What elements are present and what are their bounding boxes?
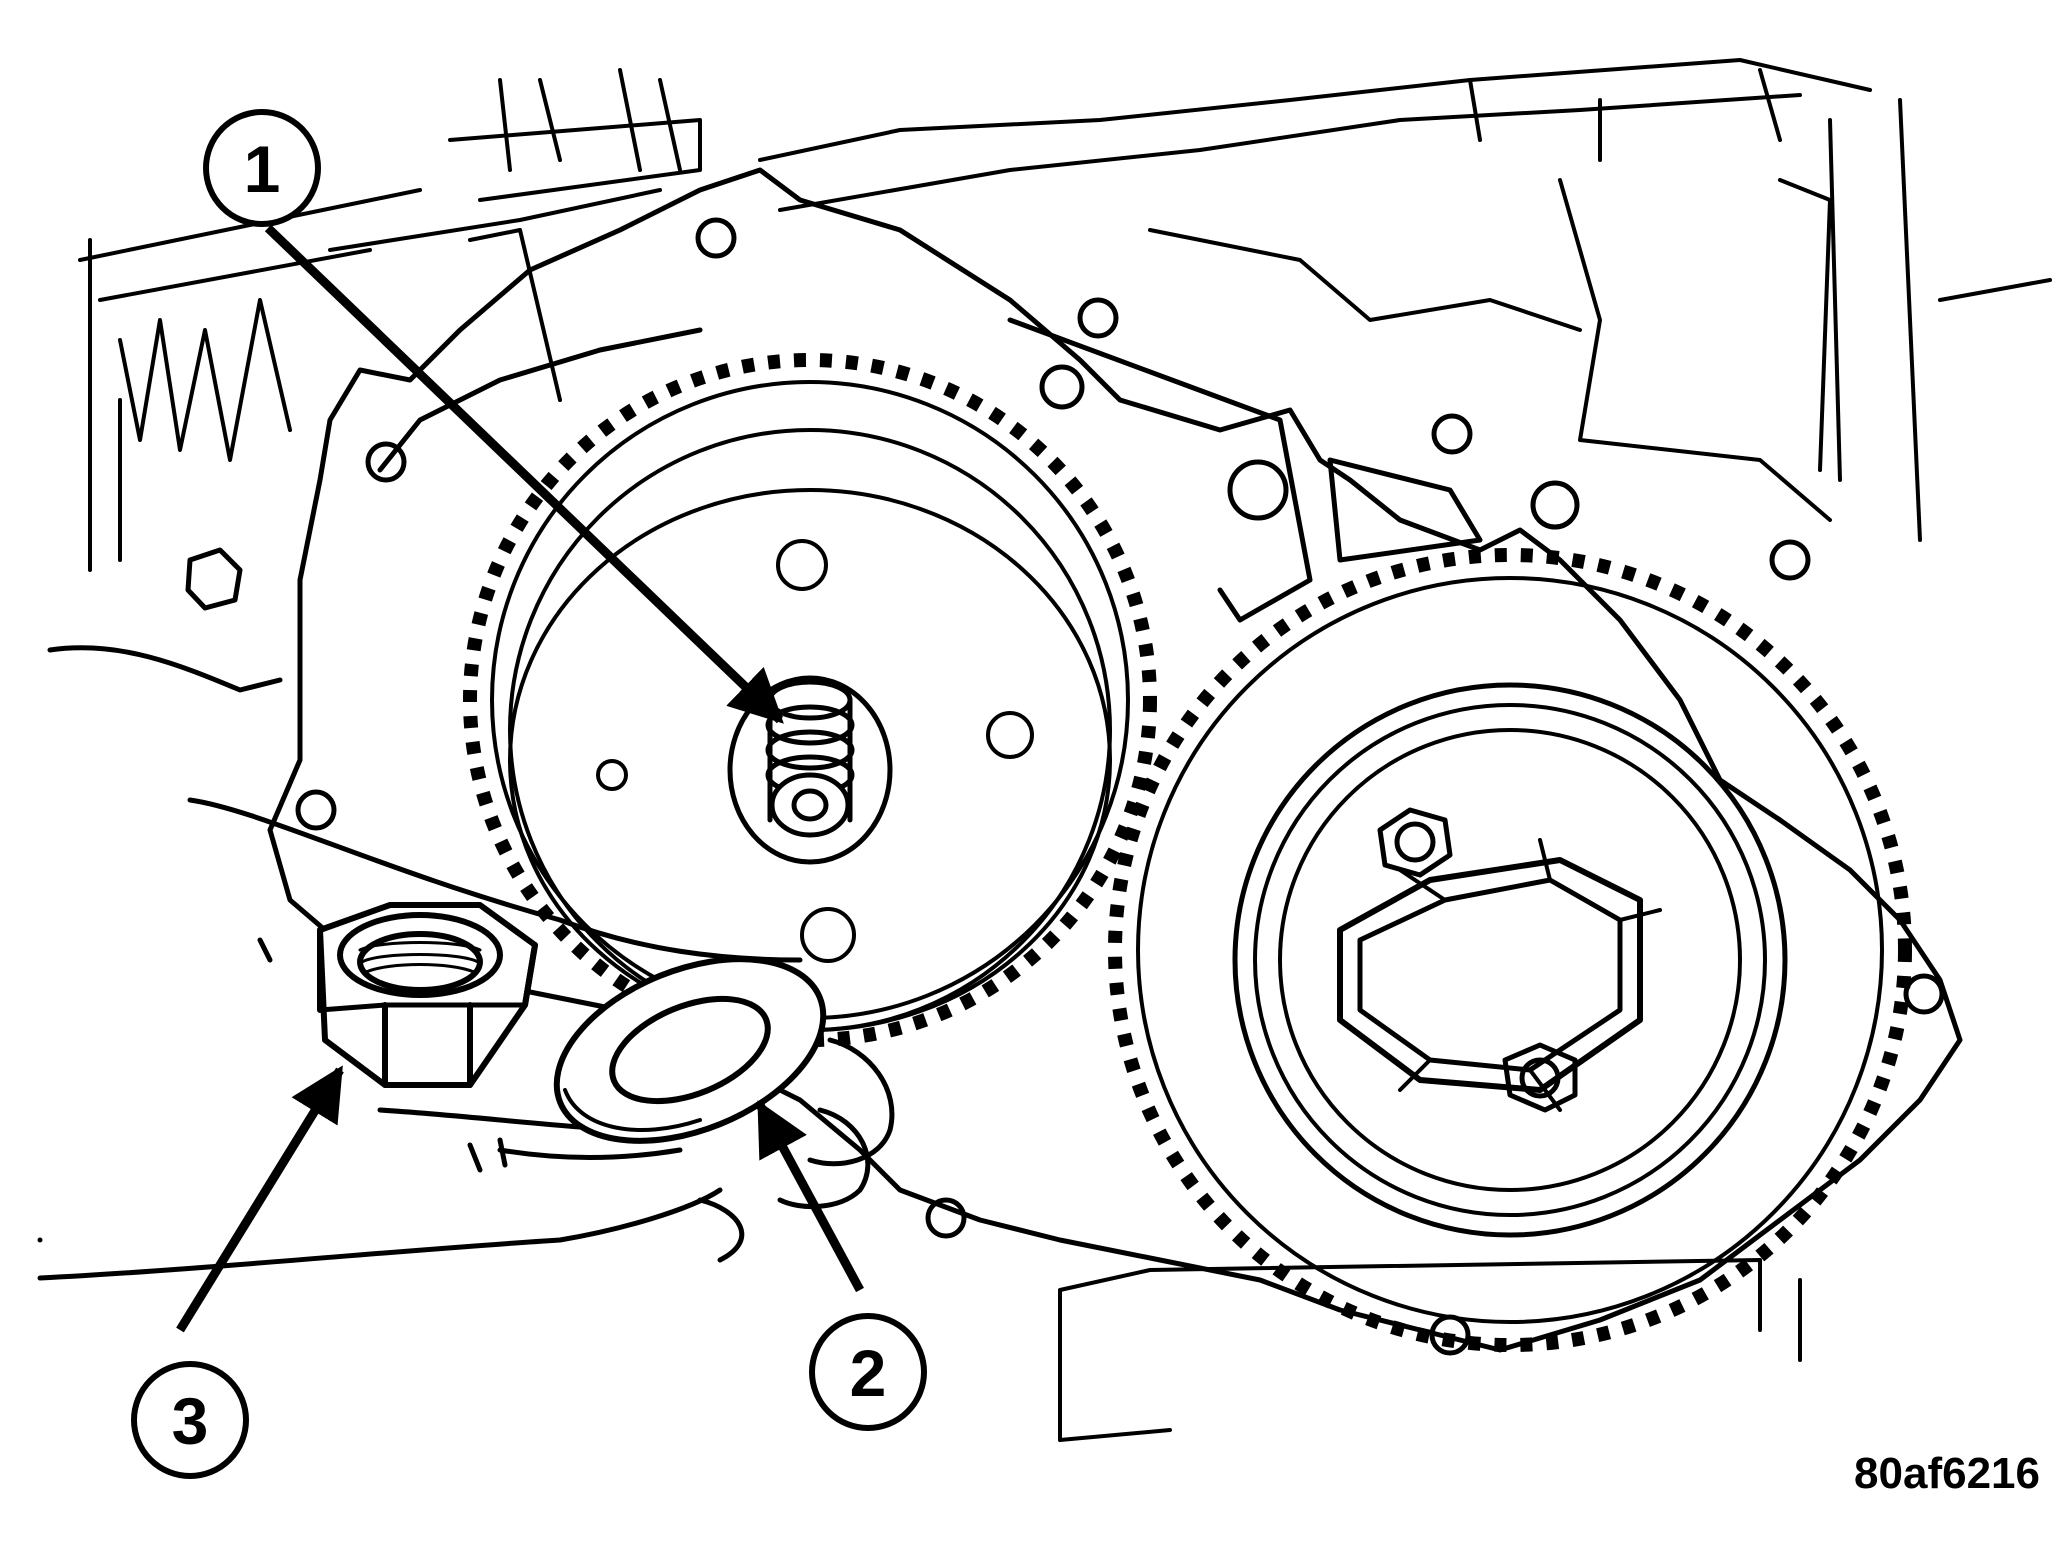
callout-arrows <box>176 224 864 1333</box>
gear-shaft-icon <box>727 675 893 865</box>
callout-1: 1 <box>203 109 321 227</box>
engine-block <box>78 58 2052 1442</box>
crank-hex-hub <box>1337 857 1643 1093</box>
timing-cover-plate <box>185 167 1963 1356</box>
arrow-2 <box>756 1100 864 1293</box>
hand-icon <box>37 645 895 1281</box>
idler-gear-teeth <box>463 353 1157 1047</box>
arrow-3 <box>176 1065 344 1333</box>
figure-id: 80af6216 <box>1854 1449 2040 1498</box>
callout-2: 2 <box>809 1313 927 1431</box>
callout-2-label: 2 <box>850 1336 887 1410</box>
callout-3-label: 3 <box>172 1384 209 1458</box>
crank-gear-inner-ring <box>1232 682 1788 1238</box>
arrow-1 <box>264 224 784 724</box>
washer-icon <box>553 956 827 1144</box>
crank-gear <box>1108 548 1912 1352</box>
callout-3: 3 <box>131 1361 249 1479</box>
callout-1-label: 1 <box>244 132 281 206</box>
hex-nut-icon <box>317 902 538 1088</box>
crank-gear-teeth <box>1108 548 1912 1352</box>
